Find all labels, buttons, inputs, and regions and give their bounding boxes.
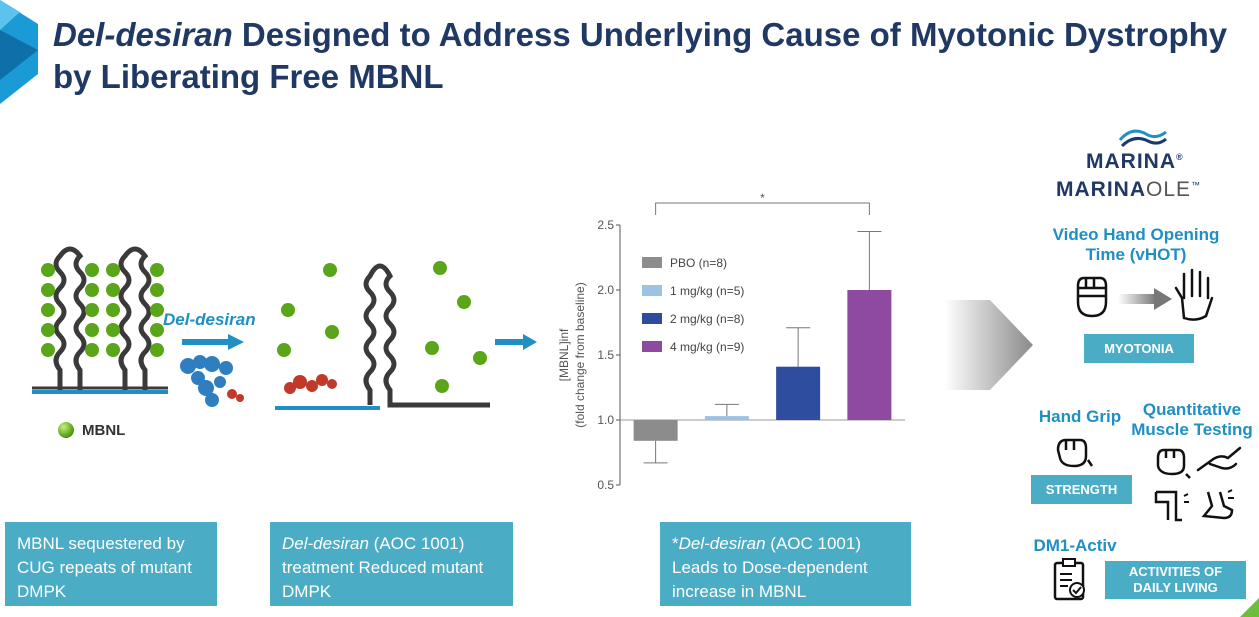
legend-label: 2 mg/kg (n=8) [670,312,744,326]
leg-extension-icon [1154,490,1189,522]
middle-caption-italic: Del-desiran [282,534,369,553]
bar [633,420,678,441]
legend-label: 4 mg/kg (n=9) [670,340,744,354]
qmt-heading-line1: Quantitative [1142,400,1242,419]
corner-logo [0,0,38,104]
foot-flex-icon [1201,489,1234,520]
chart-caption-rest: (AOC 1001) Leads to Dose-dependent incre… [672,534,868,601]
left-caption: MBNL sequestered by CUG repeats of mutan… [5,522,217,606]
chevron-right-icon [945,300,1033,390]
middle-caption: Del-desiran (AOC 1001) treatment Reduced… [270,522,513,606]
closed-fist-icon [1076,276,1108,318]
y-tick-label: 2.0 [597,283,614,297]
marina-ole-logo: MARINAOLE™ [1056,178,1201,202]
bar [776,366,821,420]
progress-arrow-icon [1118,288,1172,310]
y-tick-label: 2.5 [597,218,614,232]
dm1-activ-heading: DM1-Activ [1033,536,1117,555]
myotonia-badge: MYOTONIA [1084,334,1194,363]
legend-swatch [642,285,662,296]
vhot-heading-line1: Video Hand Opening [1052,225,1220,244]
legend-label: PBO (n=8) [670,256,727,270]
legend-swatch [642,341,662,352]
title-italic: Del-desiran [53,16,233,53]
y-tick-label: 0.5 [597,478,614,492]
vhot-heading-line2: Time (vHOT) [1085,245,1187,264]
hairpin-illustration [32,246,168,394]
marina-ole-text-b: OLE [1146,178,1192,201]
open-hand-icon [1174,268,1214,321]
page-title: Del-desiran Designed to Address Underlyi… [53,14,1233,98]
mbnl-legend: MBNL [58,422,125,439]
wave-logo-icon [1118,129,1167,148]
y-axis-label-line2: (fold change from baseline) [573,282,587,427]
significance-marker: * [760,191,765,205]
right-arrow-icon [182,334,244,350]
hand-grip-icon [1056,438,1094,468]
chart-caption: *Del-desiran (AOC 1001) Leads to Dose-de… [660,522,911,606]
freed-mbnl-illustration [275,261,490,410]
mbnl-ball-icon [58,422,74,438]
arm-flex-icon [1196,446,1242,472]
qmt-heading-line2: Muscle Testing [1131,420,1253,439]
strength-badge: STRENGTH [1031,475,1132,504]
adl-badge-line2: DAILY LIVING [1133,580,1218,595]
marina-registered-mark: ® [1176,152,1184,162]
marina-logo-text: MARINA [1086,150,1176,173]
chart-caption-italic: Del-desiran [678,534,766,553]
chart-caption-prefix: * [672,534,679,553]
legend-label: 1 mg/kg (n=5) [670,284,744,298]
vhot-heading: Video Hand Opening Time (vHOT) [1030,225,1242,265]
marina-logo: MARINA® [1086,150,1184,174]
bar [847,290,892,420]
right-arrow-icon-2 [495,334,537,350]
legend-swatch [642,313,662,324]
legend-swatch [642,257,662,268]
significance-bracket [655,202,870,215]
y-tick-label: 1.0 [597,413,614,427]
del-desiran-arrow-label: Del-desiran [163,310,256,329]
fist-push-icon [1156,448,1191,479]
y-tick-label: 1.5 [597,348,614,362]
mbnl-legend-label: MBNL [82,422,126,439]
title-rest: Designed to Address Underlying Cause of … [53,16,1228,95]
marina-ole-tm-mark: ™ [1191,180,1202,190]
middle-caption-rest: (AOC 1001) treatment Reduced mutant DMPK [282,534,484,601]
hand-grip-heading: Hand Grip [1038,407,1122,426]
marina-ole-text-a: MARINA [1056,178,1146,201]
mbnl-bar-chart: 0.5 1.0 1.5 2.0 2.5 [MBNL]inf(fold change fro… [557,191,905,492]
adl-badge-line1: ACTIVITIES OF [1128,564,1223,579]
bar [704,416,749,420]
qmt-heading: Quantitative Muscle Testing [1125,400,1259,440]
checklist-icon [1053,558,1085,601]
antibody-conjugate-icon [180,355,244,407]
y-axis-label-line1: [MBNL]inf [557,328,571,381]
adl-badge: ACTIVITIES OF DAILY LIVING [1105,561,1246,599]
corner-triangle-decoration [1240,598,1259,617]
